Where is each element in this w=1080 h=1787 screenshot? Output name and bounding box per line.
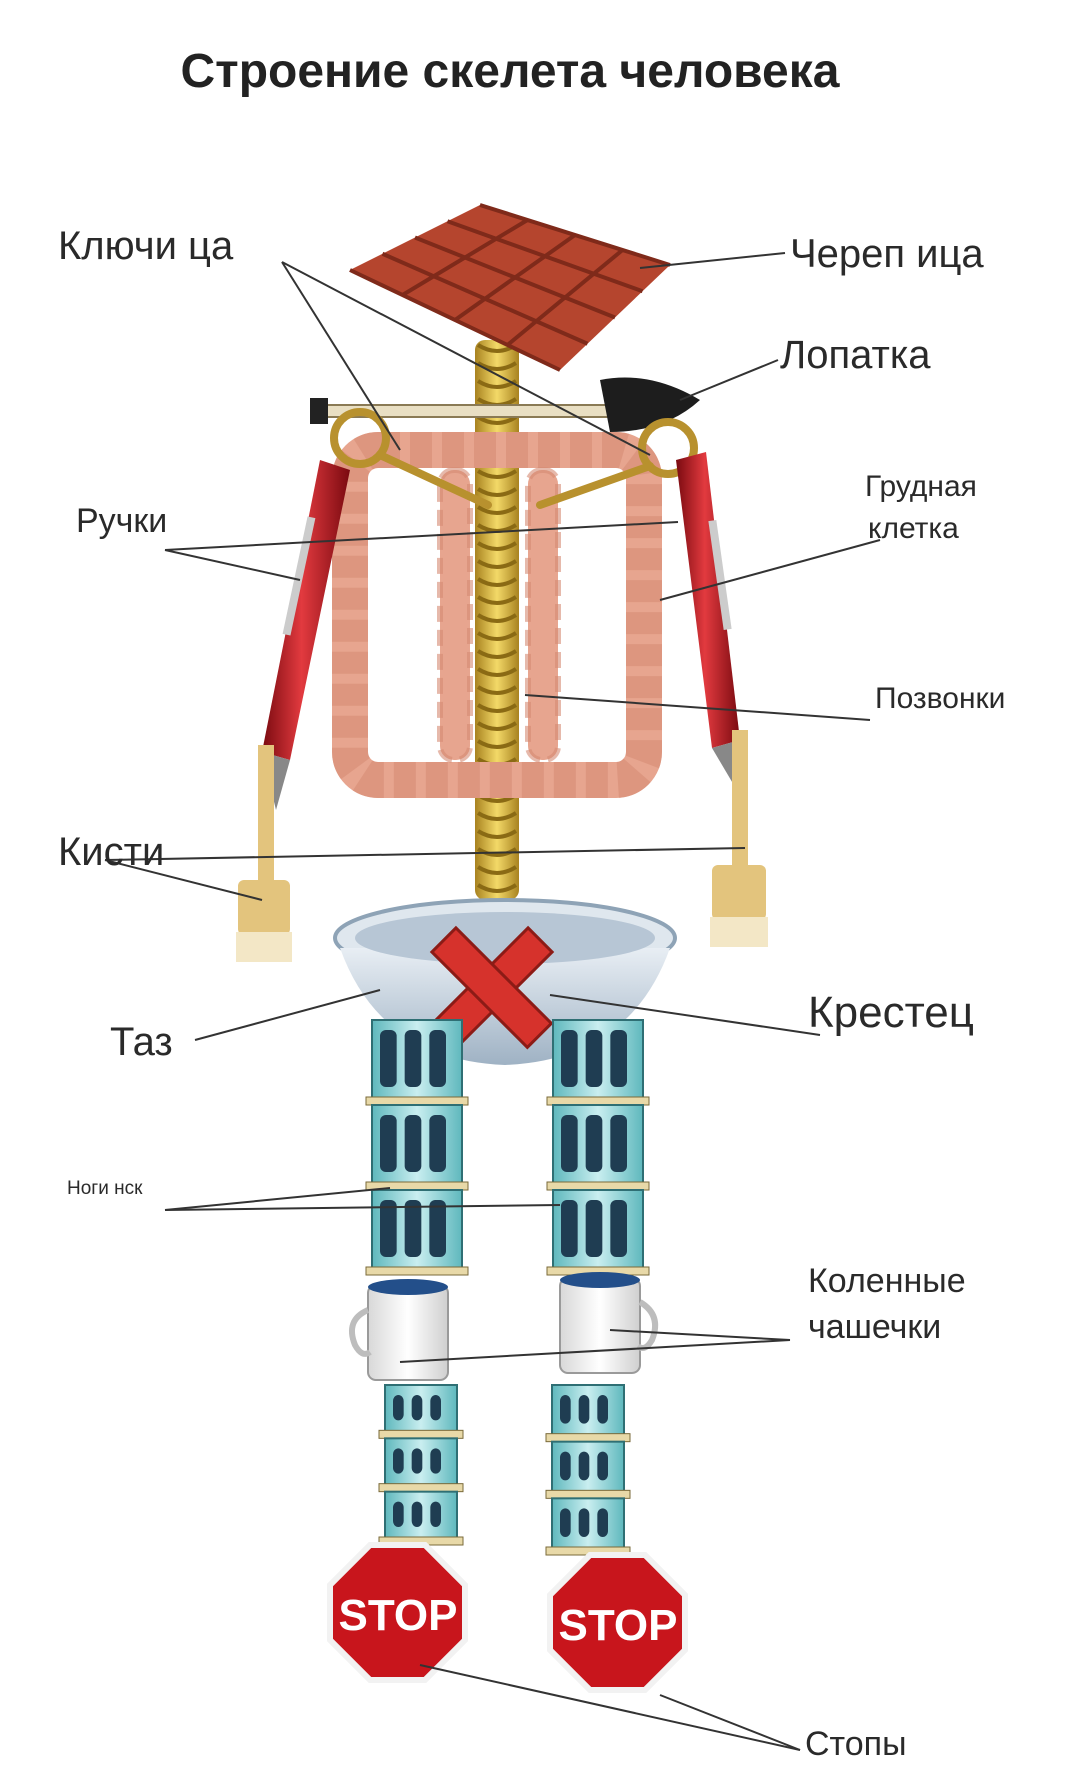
bell-tower <box>365 1019 469 1276</box>
spine-ridge <box>476 685 518 695</box>
spine-ridge <box>476 595 518 605</box>
pen-right-arm <box>676 452 740 792</box>
stop-right-text: STOP <box>558 1601 677 1650</box>
roof-tile-column <box>453 233 577 322</box>
label-handles: Ручки <box>76 502 168 540</box>
leader-lines <box>104 252 881 1751</box>
label-keys: Ключи ца <box>58 224 234 268</box>
spine-ridge <box>476 865 518 875</box>
stop-left-text: STOP <box>338 1591 457 1640</box>
label-kneecaps-1: Коленные <box>808 1262 966 1300</box>
shovel <box>310 377 700 432</box>
ribcage-sausages <box>332 432 662 798</box>
label-ribcage-1: Грудная <box>865 470 977 503</box>
bell-tower <box>545 1384 631 1556</box>
roof-tile-column <box>506 248 624 347</box>
spine-ridge <box>476 469 518 479</box>
spine-ridge <box>476 541 518 551</box>
label-legs: Ноги нск <box>67 1178 143 1199</box>
spine-ridge <box>476 559 518 569</box>
mug-right-kneecap <box>559 1272 658 1374</box>
stop-sign-left-foot: STOP <box>327 1542 468 1683</box>
spine-ridge <box>476 739 518 749</box>
label-skull: Череп ица <box>790 232 984 276</box>
label-hands: Кисти <box>58 830 165 874</box>
spine-ridge <box>476 361 518 371</box>
label-pelvis: Таз <box>110 1020 173 1064</box>
spine-ridge <box>476 847 518 857</box>
diagram-title: Строение скелета человека <box>180 45 840 98</box>
spine-ridge <box>476 613 518 623</box>
spine-auger <box>475 340 519 900</box>
spine-ridge <box>476 829 518 839</box>
label-sacrum: Крестец <box>808 988 974 1037</box>
spine-ridge <box>476 415 518 425</box>
brush-left-hand <box>236 745 292 962</box>
roof-tiles-skull <box>349 203 671 372</box>
label-vertebrae: Позвонки <box>875 682 1006 715</box>
bell-tower <box>378 1384 464 1546</box>
spine-ridge <box>476 649 518 659</box>
stop-sign-right-foot: STOP <box>547 1552 688 1693</box>
bell-tower-legs <box>365 1019 650 1556</box>
spine-ridge <box>476 883 518 893</box>
mug-left-kneecap <box>349 1279 449 1381</box>
spine-ridge <box>476 811 518 821</box>
spine-ridge <box>476 631 518 641</box>
label-kneecaps-2: чашечки <box>808 1308 942 1346</box>
label-shoulder-blade: Лопатка <box>780 333 931 377</box>
label-ribcage-2: клетка <box>868 512 959 545</box>
brush-right-hand <box>710 730 768 947</box>
spine-ridge <box>476 487 518 497</box>
bell-tower <box>546 1019 650 1276</box>
spine-ridge <box>476 703 518 713</box>
spine-ridge <box>476 667 518 677</box>
label-feet: Стопы <box>805 1725 907 1763</box>
spine-ridge <box>476 505 518 515</box>
spine-ridge <box>476 577 518 587</box>
keys-collarbones <box>330 408 698 509</box>
roof-tile-column <box>401 218 529 297</box>
spine-ridge <box>476 721 518 731</box>
